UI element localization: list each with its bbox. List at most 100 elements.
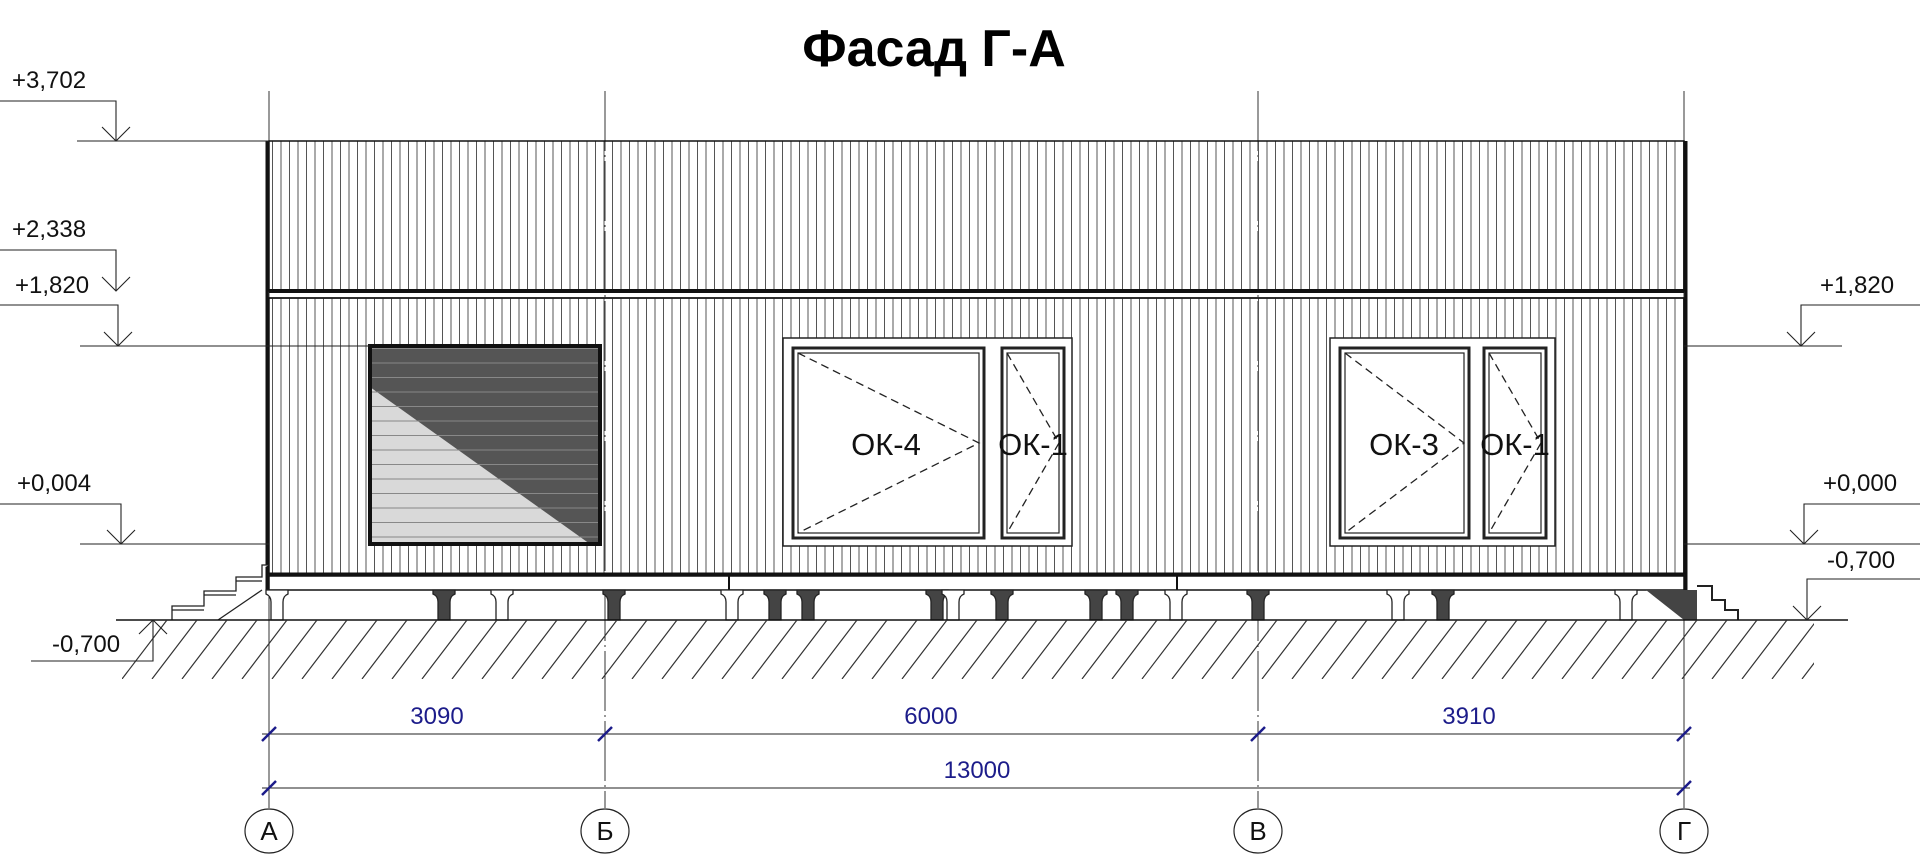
hatch-line [331,620,378,679]
hatch-line [991,620,1038,679]
piers [265,589,1638,621]
dimension-ticks [261,726,1692,796]
window-ok4-ok1: ОК-4 ОК-1 [782,337,1073,547]
level-label: +0,004 [17,470,91,497]
hatch-line [1381,620,1428,679]
pier [490,589,514,621]
hatch-line [481,620,528,679]
hatch-line [1471,620,1518,679]
hatch-line [721,620,768,679]
hatch-line [961,620,1008,679]
pier [1115,589,1139,621]
window-label-ok1: ОК-1 [1480,427,1550,462]
hatch-line [541,620,588,679]
dimension-total-label: 13000 [944,757,1011,784]
hatch-line [1261,620,1308,679]
hatch-line [1291,620,1338,679]
floor-beam [268,575,1685,591]
pier [602,589,626,621]
dimension-label: 6000 [904,703,957,730]
hatch-line [301,620,348,679]
hatch-line [571,620,618,679]
dimension-lines [262,733,1690,789]
hatch-line [451,620,498,679]
level-label: +1,820 [15,272,89,299]
hatch-line [1832,620,1877,679]
hatch-line [1021,620,1068,679]
hatch-line [751,620,798,679]
hatch-line [601,620,648,679]
window-label-ok4: ОК-4 [851,427,921,462]
hatch-line [1441,620,1488,679]
pier [432,589,456,621]
hatch-line [1621,620,1668,679]
stairs-left [171,564,269,621]
hatch-line [691,620,738,679]
hatch-line [1531,620,1578,679]
hatch-line [511,620,558,679]
axis-bubble-v: В [1233,808,1283,854]
svg-text:Б: Б [596,816,613,846]
pier [1084,589,1108,621]
level-marks-left [0,100,370,662]
level-label: +3,702 [12,67,86,94]
hatch-line [122,620,168,679]
shutter-window [368,344,602,546]
pier [1431,589,1455,621]
window-label-ok3: ОК-3 [1369,427,1439,462]
hatch-line [901,620,948,679]
hatch-line [1711,620,1758,679]
hatch-line [1321,620,1368,679]
hatch-line [151,620,198,679]
hatch-line [271,620,318,679]
pier [720,589,744,621]
hatch-line [241,620,288,679]
hatch-line [1862,620,1907,679]
roof [268,140,1685,292]
hatch-line [841,620,888,679]
pier [1246,589,1270,621]
hatch-line [871,620,918,679]
pier [1164,589,1188,621]
ground-hatch [122,620,1907,679]
hatch-line [1231,620,1278,679]
level-label: -0,700 [1827,547,1895,574]
level-label: +0,000 [1823,470,1897,497]
dimension-label: 3910 [1442,703,1495,730]
hatch-line [1171,620,1218,679]
pier [941,589,965,621]
dimension-label: 3090 [410,703,463,730]
hatch-line [1201,620,1248,679]
svg-text:В: В [1249,816,1266,846]
hatch-line [1741,620,1788,679]
window-label-ok1: ОК-1 [998,427,1068,462]
hatch-line [781,620,828,679]
pier [1614,589,1638,621]
hatch-line [1111,620,1158,679]
svg-text:А: А [260,816,278,846]
hatch-line [361,620,408,679]
level-label: +2,338 [12,216,86,243]
drawing-title: Фасад Г-А [802,20,1066,78]
hatch-line [1651,620,1698,679]
hatch-line [661,620,708,679]
pier [763,589,787,621]
stairs-right [1646,585,1739,620]
window-ok3-ok1: ОК-3 ОК-1 [1329,337,1556,547]
hatch-line [421,620,468,679]
hatch-line [1561,620,1608,679]
hatch-line [211,620,258,679]
hatch-line [1051,620,1098,679]
hatch-line [1501,620,1548,679]
svg-text:Г: Г [1677,816,1691,846]
pier [990,589,1014,621]
axis-bubble-g: Г [1659,808,1709,854]
axis-bubble-a: А [244,808,294,854]
level-marks-right [1684,304,1920,621]
hatch-line [1681,620,1728,679]
hatch-line [1081,620,1128,679]
hatch-line [1351,620,1398,679]
hatch-line [1141,620,1188,679]
hatch-line [1411,620,1458,679]
